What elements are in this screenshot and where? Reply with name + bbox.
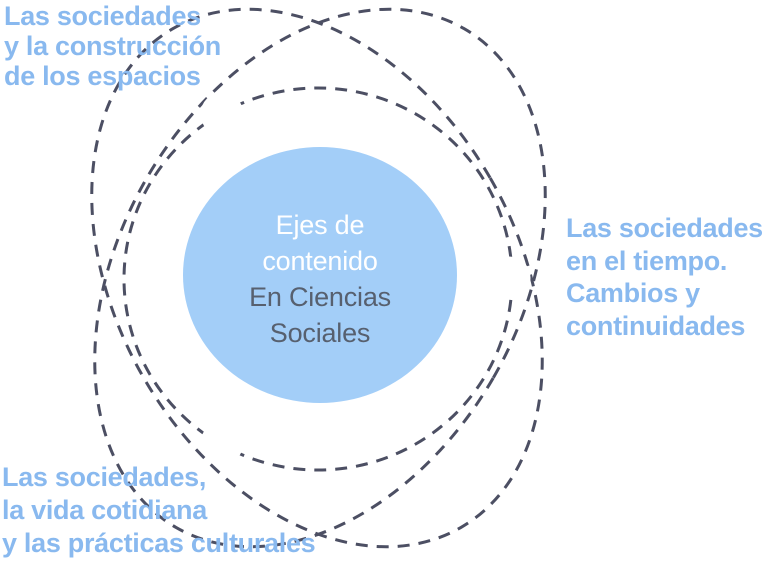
label-sociedades-espacios: Las sociedades y la construcción de los … (4, 1, 221, 91)
label-sociedades-tiempo: Las sociedades en el tiempo. Cambios y c… (566, 212, 763, 342)
center-subtitle-line: En Ciencias (249, 282, 391, 312)
center-title-line: contenido (262, 246, 378, 276)
node-dot-practicas (200, 421, 244, 465)
center-circle-text: Ejes de contenido En Ciencias Sociales (160, 207, 480, 351)
center-title-line: Ejes de (275, 210, 365, 240)
orbit-ellipse-tilt-right (93, 7, 547, 549)
node-dot-espacios (200, 92, 244, 136)
label-line: Las sociedades (4, 1, 201, 31)
node-dot-tiempo (487, 256, 531, 300)
label-line: Cambios y (566, 278, 700, 308)
label-line: de los espacios (4, 61, 201, 91)
label-line: Las sociedades (566, 213, 763, 243)
label-sociedades-practicas: Las sociedades, la vida cotidiana y las … (2, 461, 316, 560)
label-line: continuidades (566, 310, 746, 341)
label-line: la vida cotidiana (2, 495, 207, 525)
orbit-ellipse-tilt-left (90, 7, 544, 549)
center-circle (183, 147, 457, 403)
label-line: y las prácticas culturales (2, 528, 316, 558)
label-line: en el tiempo. (566, 245, 728, 276)
center-subtitle-line: Sociales (269, 318, 371, 348)
label-line: y la construcción (4, 31, 221, 61)
label-line: Las sociedades, (2, 462, 207, 492)
